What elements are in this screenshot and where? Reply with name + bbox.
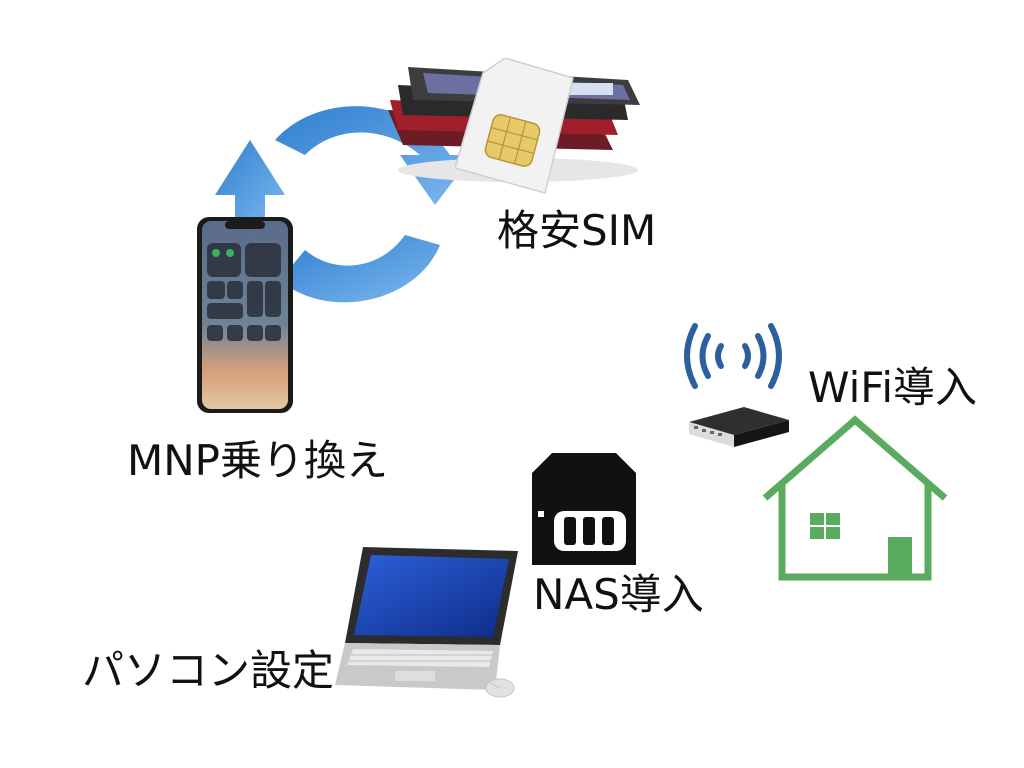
router-icon [689,407,789,447]
sim-card-icon [455,58,574,194]
smartphone-icon [197,217,293,413]
wifi-label: WiFi導入 [808,363,978,412]
pc-label: パソコン設定 [82,646,335,695]
sim-label: 格安SIM [497,206,657,255]
nas-server-icon [532,453,636,565]
mouse-icon [485,678,515,698]
laptop-icon [335,547,518,690]
house-icon [762,415,948,581]
nas-label: NAS導入 [533,570,704,619]
mnp-label: MNP乗り換え [127,436,388,485]
wifi-signal-icon [684,323,782,389]
